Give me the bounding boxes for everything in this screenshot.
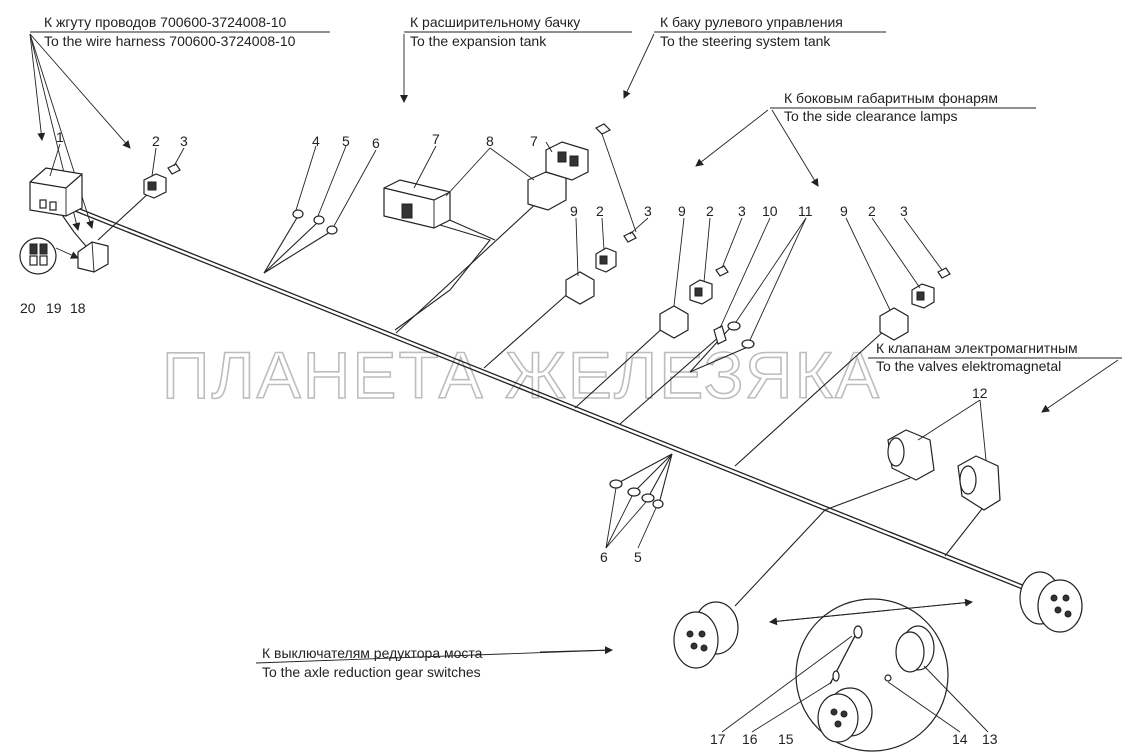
- part-number: 16: [742, 731, 758, 747]
- part-number-labels: 1 2 3 4 5 6 7 8 7 9 2 3 9 2 3 10 11 9 2 …: [20, 129, 998, 747]
- callout-ru: К клапанам электромагнитным: [876, 340, 1078, 356]
- terminals-5-6-bottom: [609, 479, 664, 509]
- callout-en: To the steering system tank: [660, 33, 831, 49]
- callout-underline: [255, 649, 613, 664]
- part-number: 5: [634, 549, 642, 565]
- part-number: 1: [56, 129, 64, 145]
- callout-arrow: [29, 33, 46, 141]
- valve-connector-12-lower: [957, 455, 1001, 511]
- callout-en: To the expansion tank: [410, 33, 547, 49]
- round-connector-right: [1019, 571, 1083, 633]
- part-number: 2: [706, 203, 714, 219]
- part-number: 19: [46, 300, 62, 316]
- main-harness-trunk: [69, 204, 1031, 593]
- part-number: 5: [342, 133, 350, 149]
- connector-2-top-left: [143, 163, 181, 199]
- connector-9-group-1: [565, 231, 637, 305]
- part-number: 11: [798, 203, 813, 219]
- exploded-detail-13-17: [721, 598, 989, 752]
- part-number: 7: [432, 131, 440, 147]
- callout-valves: К клапанам электромагнитным To the valve…: [868, 340, 1122, 413]
- callout-ru: К расширительному бачку: [410, 14, 580, 30]
- part-number: 20: [20, 300, 36, 316]
- connector-9-group-3: [879, 267, 951, 341]
- terminals-4-5-6: [292, 209, 338, 235]
- part-number: 9: [570, 203, 578, 219]
- part-number: 6: [372, 135, 380, 151]
- connector-8-7-right: [527, 141, 589, 211]
- callout-ru: К жгуту проводов 700600-3724008-10: [44, 14, 287, 30]
- connector-18: [77, 241, 109, 273]
- callout-side-lamps: К боковым габаритным фонарям To the side…: [695, 90, 1036, 187]
- part-number: 3: [900, 203, 908, 219]
- part-number: 15: [778, 731, 794, 747]
- part-number: 6: [600, 549, 608, 565]
- part-number: 4: [312, 133, 320, 149]
- callout-en: To the side clearance lamps: [784, 108, 958, 124]
- part-number: 14: [952, 731, 968, 747]
- callout-expansion-tank: К расширительному бачку To the expansion…: [400, 14, 632, 103]
- part-number: 2: [868, 203, 876, 219]
- connector-9-group-2: [659, 265, 729, 339]
- relay-block-1: [29, 167, 83, 217]
- part-number: 8: [486, 133, 494, 149]
- connector-7-left: [383, 179, 451, 229]
- callout-en: To the axle reduction gear switches: [262, 664, 481, 680]
- callout-en: To the valves elektromagnetal: [876, 358, 1061, 374]
- part-number: 10: [762, 203, 778, 219]
- part-number: 18: [70, 300, 86, 316]
- valve-connector-12-upper: [887, 429, 935, 481]
- callout-arrow: [29, 33, 131, 149]
- callout-wire-harness: К жгуту проводов 700600-3724008-10 To th…: [29, 14, 330, 231]
- callout-ru: К боковым габаритным фонарям: [784, 90, 998, 106]
- callout-steering-tank: К баку рулевого управления To the steeri…: [623, 14, 886, 99]
- callout-arrow: [695, 109, 769, 167]
- part-number: 3: [644, 203, 652, 219]
- part-number: 2: [596, 203, 604, 219]
- callout-arrow: [623, 33, 655, 99]
- callout-axle-switches: К выключателям редуктора моста To the ax…: [255, 645, 613, 680]
- part-number: 13: [982, 731, 998, 747]
- terminals-10-11: [713, 321, 755, 349]
- harness-branches: [59, 191, 986, 607]
- part-number: 7: [530, 133, 538, 149]
- callout-en: To the wire harness 700600-3724008-10: [44, 33, 296, 49]
- part-leaders: [49, 133, 987, 549]
- part-number: 9: [840, 203, 848, 219]
- terminal-3-top: [594, 123, 612, 135]
- part-number: 3: [180, 133, 188, 149]
- callout-arrow: [771, 109, 819, 187]
- part-number: 17: [710, 731, 726, 747]
- part-number: 9: [678, 203, 686, 219]
- part-number: 2: [152, 133, 160, 149]
- round-connector-left: [673, 601, 739, 669]
- callout-arrow: [1041, 359, 1119, 413]
- callout-arrow: [539, 646, 613, 655]
- part-number: 12: [972, 385, 988, 401]
- watermark: ПЛАНЕТА ЖЕЛЕЗЯКА: [162, 338, 881, 412]
- callout-ru: К баку рулевого управления: [660, 14, 843, 30]
- part-number: 3: [738, 203, 746, 219]
- detail-circle-19-20: [19, 237, 79, 275]
